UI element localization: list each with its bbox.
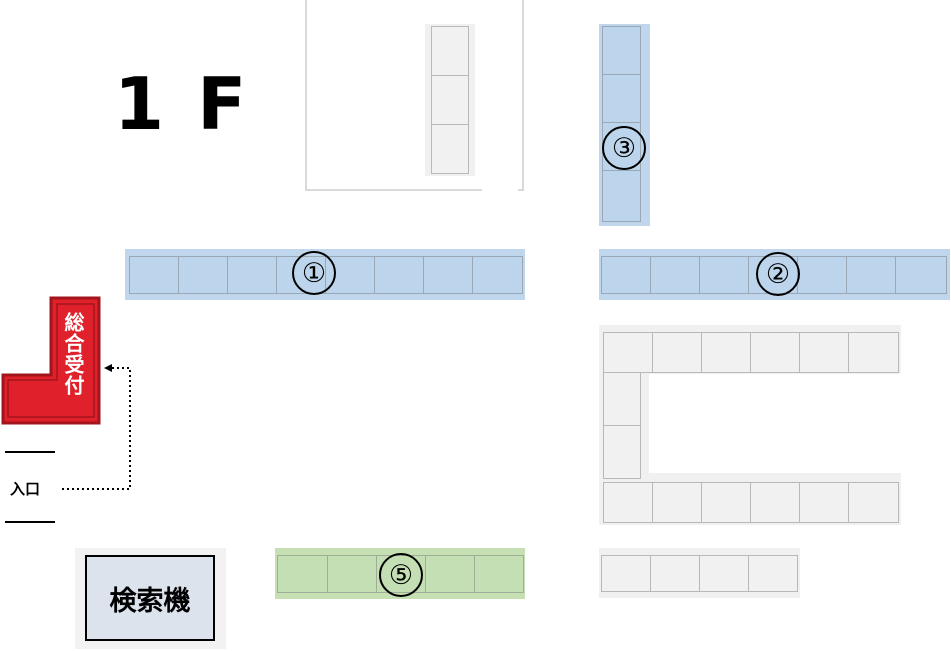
gray-shelf-bottom bbox=[599, 548, 800, 598]
gray-shelf-c bbox=[599, 325, 901, 525]
search-terminal bbox=[85, 555, 215, 641]
reception-label: 総合受付 bbox=[61, 312, 85, 396]
reception-desk bbox=[1, 296, 101, 425]
gray-shelf-vertical bbox=[425, 24, 475, 176]
search-terminal-label: 検索機 bbox=[109, 585, 191, 617]
top-room-gap bbox=[482, 185, 518, 193]
entrance-label: 入口 bbox=[10, 480, 41, 498]
top-room bbox=[305, 0, 524, 191]
shelf-2-label: ② bbox=[756, 252, 800, 296]
shelf-3 bbox=[599, 24, 650, 226]
entrance-bottom-line bbox=[5, 521, 55, 523]
floor-label: 1 F bbox=[114, 62, 251, 146]
entrance-top-line bbox=[5, 451, 55, 453]
shelf-5-label: ⑤ bbox=[379, 553, 423, 597]
shelf-3-label: ③ bbox=[602, 126, 646, 170]
shelf-1-label: ① bbox=[292, 251, 336, 295]
